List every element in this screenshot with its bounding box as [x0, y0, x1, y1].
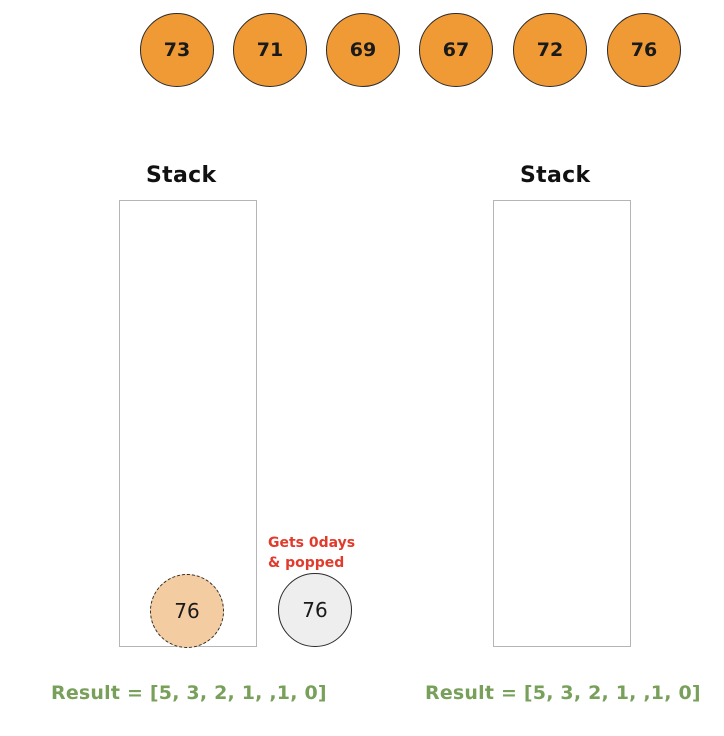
- input-circle: 76: [607, 13, 681, 87]
- input-circle: 71: [233, 13, 307, 87]
- stack-item-ghost: 76: [150, 574, 224, 648]
- pop-note-line1: Gets 0days: [268, 535, 356, 551]
- input-array: 73 71 69 67 72 76: [140, 12, 682, 88]
- pop-note-line2: & popped: [268, 555, 345, 571]
- pop-note: Gets 0days & popped: [268, 533, 355, 573]
- popped-item: 76: [278, 573, 352, 647]
- result-left: Result = [5, 3, 2, 1, ,1, 0]: [51, 682, 327, 704]
- input-circle: 67: [419, 13, 493, 87]
- stack-container-right: [493, 200, 631, 647]
- stack-label-right: Stack: [520, 163, 591, 188]
- input-circle: 69: [326, 13, 400, 87]
- input-circle: 73: [140, 13, 214, 87]
- stack-label-left: Stack: [146, 163, 217, 188]
- stack-container-left: [119, 200, 257, 647]
- result-right: Result = [5, 3, 2, 1, ,1, 0]: [425, 682, 701, 704]
- input-circle: 72: [513, 13, 587, 87]
